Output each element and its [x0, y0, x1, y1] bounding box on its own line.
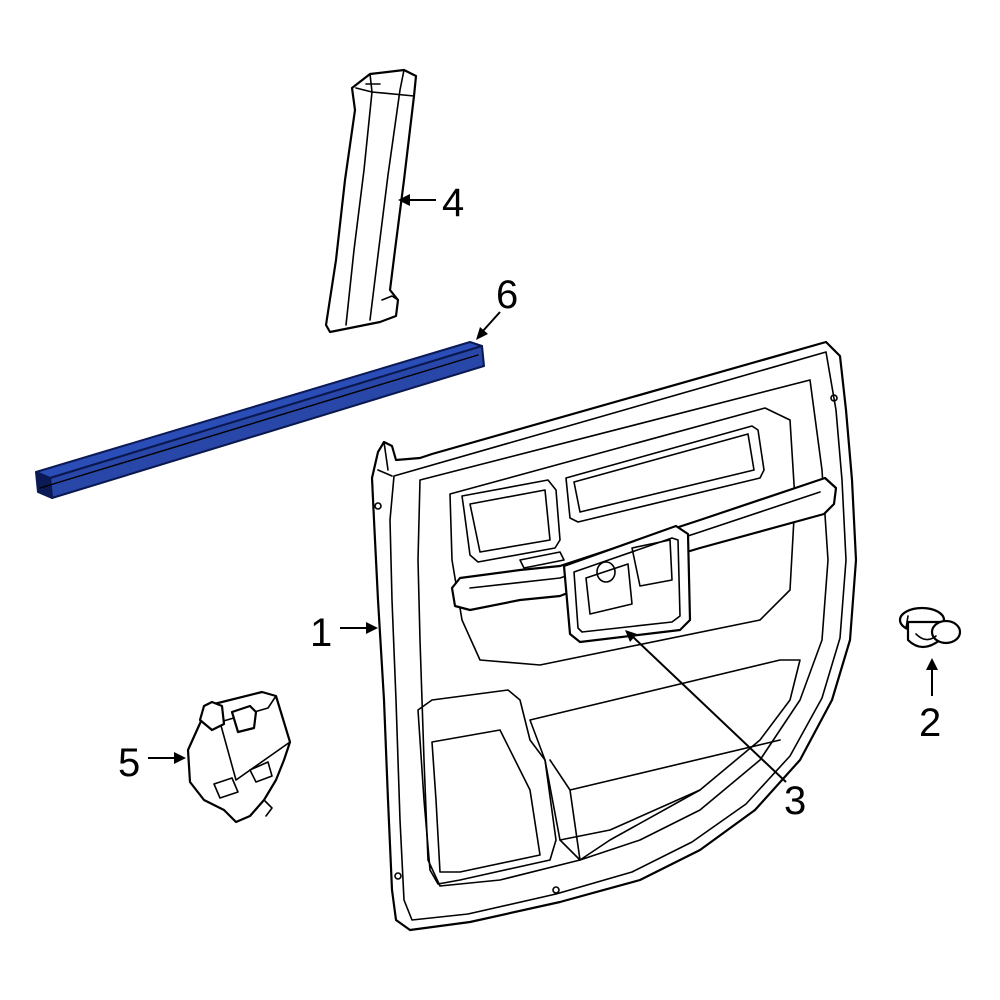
callout-label-4: 4	[442, 181, 464, 225]
belt-weatherstrip-part[interactable]	[35, 341, 485, 499]
callout-label-2: 2	[919, 701, 941, 745]
callout-labels: 1 2 3 4 5 6	[118, 181, 941, 823]
push-pin-retainer-part[interactable]	[898, 606, 962, 649]
pillar-trim-part[interactable]	[324, 68, 418, 334]
callout-label-3: 3	[784, 779, 806, 823]
callout-label-5: 5	[118, 741, 140, 785]
callout-label-1: 1	[310, 611, 332, 655]
door-trim-panel-part[interactable]	[370, 340, 858, 932]
window-switch-part[interactable]	[186, 690, 292, 824]
callout-arrows	[148, 194, 938, 783]
callout-label-6: 6	[496, 273, 518, 317]
handle-bezel-part[interactable]	[562, 524, 692, 644]
